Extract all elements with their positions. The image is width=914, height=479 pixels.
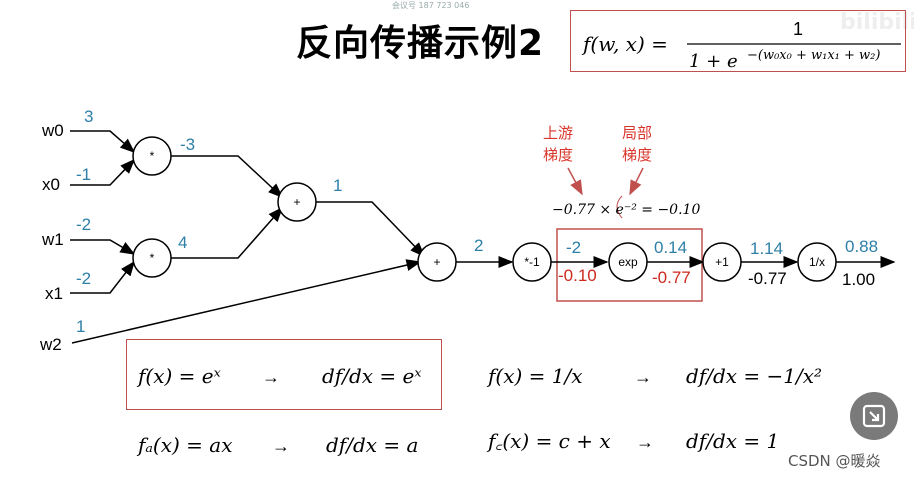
input-label-x1: x1: [45, 284, 63, 303]
node-mul2-label: *: [150, 251, 155, 265]
rule-exp-lhs: f(x) = eˣ: [136, 364, 221, 388]
grad-neg-out: -0.10: [558, 266, 597, 285]
annotation-calc: −0.77 × e⁻² = −0.10: [552, 202, 700, 218]
rule-recip-lhs: f(x) = 1/x: [486, 364, 583, 388]
rule-exp-deriv: df/dx = eˣ: [322, 364, 421, 388]
rule-const-lhs: f꜀(x) = c + x: [486, 429, 611, 453]
value-neg-out: -2: [566, 238, 581, 257]
node-add2-label: +: [433, 255, 440, 269]
expand-button[interactable]: [850, 392, 898, 440]
rule-recip-arrow: →: [634, 367, 652, 387]
expand-icon: [862, 404, 886, 428]
grad-plus1-out: -0.77: [748, 269, 787, 288]
rule-recip-deriv: df/dx = −1/x²: [686, 364, 822, 388]
grad-exp-out: -0.77: [652, 268, 691, 287]
value-add2-out: 2: [474, 236, 483, 255]
input-value-w2: 1: [76, 317, 85, 336]
top-formula-exponent: −(w₀x₀ + w₁x₁ + w₂): [747, 48, 880, 63]
rule-scale-arrow: →: [272, 436, 290, 456]
value-plus1-out: 1.14: [750, 239, 783, 258]
node-neg-label: *-1: [524, 255, 540, 269]
input-value-w0: 3: [84, 107, 93, 126]
top-formula-denominator: 1 + e: [689, 51, 738, 72]
annotation-local-line2: 梯度: [622, 146, 652, 164]
node-recip-label: 1/x: [809, 255, 825, 269]
input-label-w1: w1: [41, 230, 64, 249]
value-mul1-out: -3: [180, 135, 195, 154]
edge-mul2-add1: [171, 206, 283, 259]
top-formula-box: f(w, x) = 1 1 + e −(w₀x₀ + w₁x₁ + w₂): [570, 10, 906, 72]
annotation-upstream-line2: 梯度: [543, 146, 573, 164]
edge-add1-add2: [316, 201, 426, 258]
value-add1-out: 1: [333, 176, 342, 195]
value-mul2-out: 4: [178, 233, 187, 252]
edge-w0: [70, 130, 136, 153]
input-label-w2: w2: [39, 335, 62, 354]
annotation-local-line1: 局部: [622, 124, 652, 142]
rule-exp-highlight: [126, 339, 442, 410]
node-add1-label: +: [293, 195, 300, 209]
meeting-id-tag: 会议号 187 723 046: [392, 1, 470, 10]
top-formula: f(w, x) = 1 1 + e −(w₀x₀ + w₁x₁ + w₂): [581, 19, 901, 72]
csdn-watermark: CSDN @暖焱: [788, 452, 881, 470]
rule-exp-arrow: →: [262, 367, 280, 387]
edge-w1: [70, 239, 136, 255]
node-exp-label: exp: [618, 255, 638, 269]
value-recip-out: 0.88: [845, 237, 878, 256]
local-grad-bracket: [616, 195, 623, 219]
top-formula-lhs: f(w, x) =: [581, 32, 668, 56]
input-value-w1: -2: [76, 215, 91, 234]
slide-title: 反向传播示例2: [296, 23, 545, 64]
arrow-local: [629, 167, 644, 196]
node-mul1-label: *: [150, 149, 155, 163]
node-plus1-label: +1: [715, 255, 729, 269]
value-exp-out: 0.14: [654, 238, 687, 257]
edge-mul1-add1: [171, 155, 284, 199]
rule-scale-lhs: fₐ(x) = ax: [136, 433, 232, 457]
edge-w2: [71, 259, 422, 344]
arrow-upstream: [567, 167, 583, 196]
input-value-x1: -2: [76, 269, 91, 288]
input-value-x0: -1: [76, 165, 91, 184]
edge-x0: [70, 158, 136, 186]
rule-scale-deriv: df/dx = a: [326, 433, 418, 457]
rule-const-arrow: →: [636, 432, 654, 452]
input-label-x0: x0: [42, 175, 60, 194]
edge-x1: [70, 260, 135, 294]
rule-const-deriv: df/dx = 1: [686, 429, 779, 453]
top-formula-numerator: 1: [793, 19, 803, 39]
grad-recip-out: 1.00: [842, 270, 875, 289]
input-label-w0: w0: [41, 121, 64, 140]
bilibili-logo: bilibili: [840, 10, 914, 35]
annotation-upstream-line1: 上游: [543, 124, 573, 142]
